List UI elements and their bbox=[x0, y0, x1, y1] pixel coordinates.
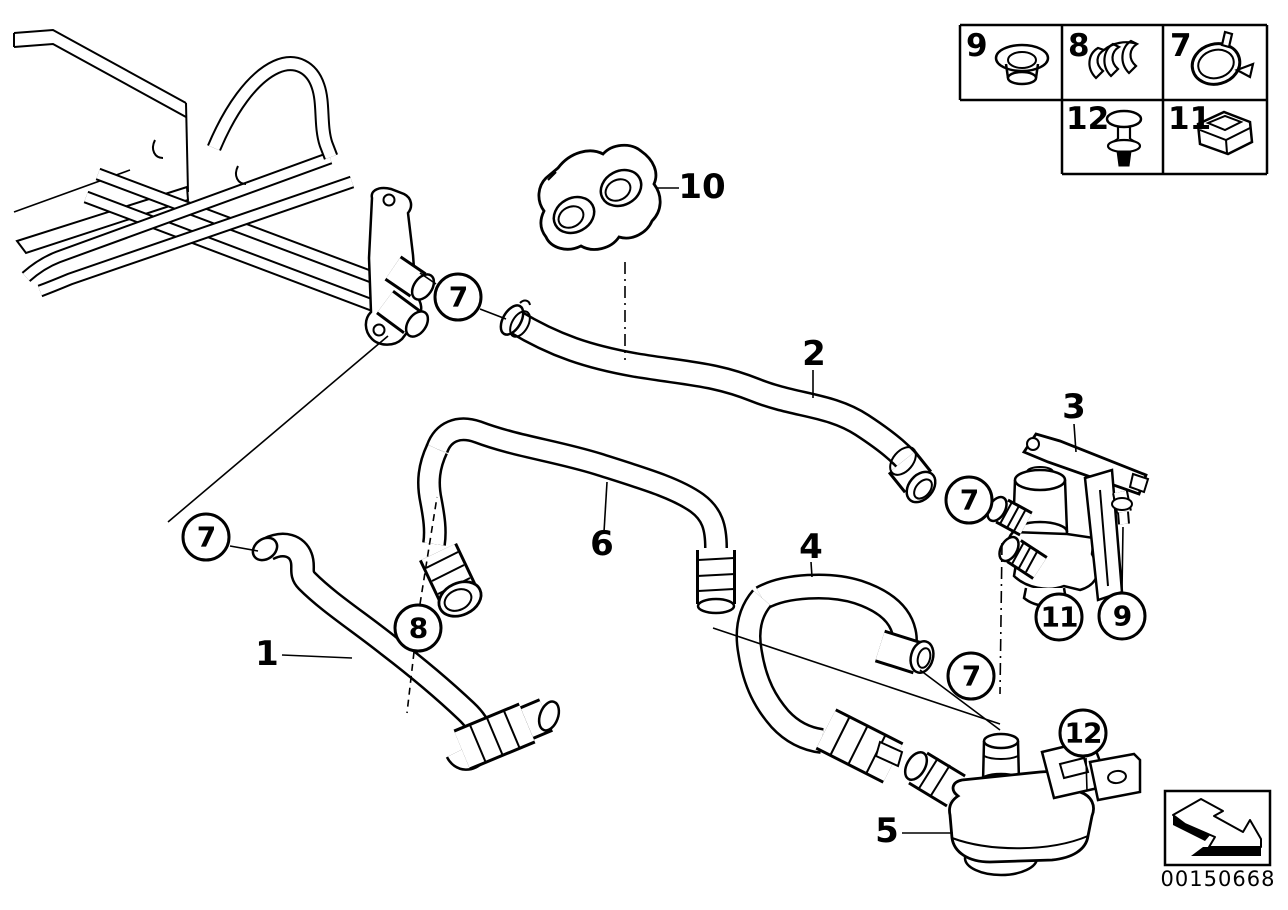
part-label-3[interactable]: 3 bbox=[1062, 387, 1086, 427]
callout-circle-7-hose1[interactable]: 7 bbox=[181, 512, 231, 562]
legend-cell-8[interactable]: 8 bbox=[1068, 28, 1090, 64]
water-pump-5 bbox=[903, 732, 1142, 877]
callout-circle-8[interactable]: 8 bbox=[393, 603, 443, 653]
image-number: 00150668 bbox=[1160, 867, 1276, 891]
legend-cell-12[interactable]: 12 bbox=[1066, 101, 1110, 137]
holder-bracket-10 bbox=[537, 143, 662, 251]
expanding-rivet-icon bbox=[1105, 109, 1143, 167]
callout-label: 8 bbox=[408, 611, 429, 645]
callout-label: 11 bbox=[1040, 600, 1079, 634]
water-valve-3 bbox=[986, 432, 1150, 607]
retaining-clip-icon bbox=[1088, 39, 1140, 80]
callout-label: 12 bbox=[1064, 716, 1103, 750]
callout-label: 9 bbox=[1112, 599, 1133, 633]
stamp-arrow bbox=[1163, 789, 1272, 867]
part-label-1[interactable]: 1 bbox=[255, 634, 279, 674]
legend-cell-11[interactable]: 11 bbox=[1168, 101, 1212, 137]
part-label-5[interactable]: 5 bbox=[875, 811, 899, 851]
hose-clamp-icon bbox=[1190, 30, 1255, 86]
callout-label: 7 bbox=[961, 659, 982, 693]
callout-label: 7 bbox=[959, 483, 980, 517]
callout-circle-7-valve[interactable]: 7 bbox=[944, 475, 994, 525]
hose-6 bbox=[417, 417, 736, 618]
legend-cell-7[interactable]: 7 bbox=[1170, 28, 1192, 64]
leader-lines bbox=[167, 187, 1124, 834]
part-label-4[interactable]: 4 bbox=[799, 527, 823, 567]
direction-arrow-icon bbox=[1172, 798, 1262, 856]
grommet-icon bbox=[994, 43, 1050, 86]
hose-1 bbox=[251, 532, 561, 771]
callout-circle-7-hose4[interactable]: 7 bbox=[946, 651, 996, 701]
legend-grid bbox=[958, 23, 1269, 176]
heater-core-flange bbox=[364, 186, 436, 346]
hose-2 bbox=[499, 299, 937, 504]
callout-label: 7 bbox=[448, 280, 469, 314]
cover-sleeve-icon bbox=[1196, 110, 1254, 156]
callout-circle-9[interactable]: 9 bbox=[1097, 591, 1147, 641]
part-label-6[interactable]: 6 bbox=[590, 524, 614, 564]
heater-core bbox=[13, 28, 383, 312]
callout-circle-12[interactable]: 12 bbox=[1058, 708, 1108, 758]
legend-cell-9[interactable]: 9 bbox=[966, 28, 988, 64]
callout-circle-7-flange[interactable]: 7 bbox=[433, 272, 483, 322]
hose-4 bbox=[735, 573, 935, 784]
part-label-10[interactable]: 10 bbox=[678, 167, 726, 207]
callout-circle-11[interactable]: 11 bbox=[1034, 592, 1084, 642]
callout-label: 7 bbox=[196, 520, 217, 554]
part-label-2[interactable]: 2 bbox=[802, 334, 826, 374]
